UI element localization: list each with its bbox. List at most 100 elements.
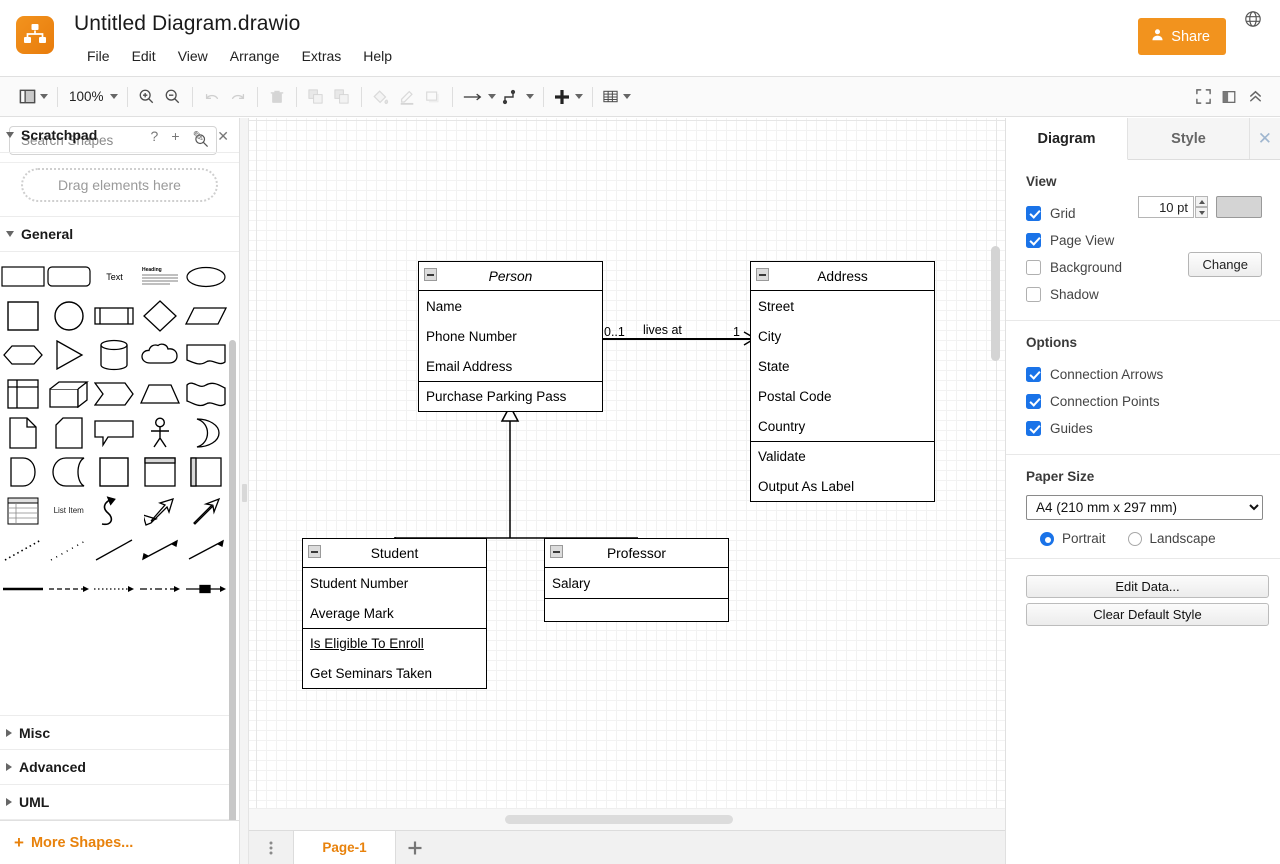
shape-parallelogram[interactable]: [183, 299, 229, 332]
tab-style[interactable]: Style: [1128, 118, 1250, 159]
shape-ellipse[interactable]: [183, 260, 229, 293]
connection-points-row[interactable]: Connection Points: [1026, 388, 1262, 415]
sidebar-scrollbar[interactable]: [229, 340, 236, 864]
shape-card[interactable]: [46, 416, 92, 449]
shape-triangle[interactable]: [46, 338, 92, 371]
shape-circle[interactable]: [46, 299, 92, 332]
shape-dashed-line[interactable]: [46, 533, 92, 566]
arrow-style-icon[interactable]: [459, 82, 499, 112]
shape-bidirectional-arrow[interactable]: [137, 494, 183, 527]
globe-icon[interactable]: [1240, 6, 1266, 32]
send-to-back-icon[interactable]: [329, 82, 355, 112]
guides-checkbox[interactable]: [1026, 421, 1041, 436]
shape-cloud[interactable]: [137, 338, 183, 371]
paper-size-select[interactable]: A4 (210 mm x 297 mm): [1026, 495, 1263, 520]
edit-pencil-icon[interactable]: ✎: [192, 127, 205, 144]
shadow-checkbox[interactable]: [1026, 287, 1041, 302]
background-checkbox[interactable]: [1026, 260, 1041, 275]
share-button[interactable]: Share: [1138, 18, 1226, 55]
connection-style-icon[interactable]: [499, 82, 537, 112]
plus-icon[interactable]: [550, 82, 586, 112]
attribute-row[interactable]: Student Number: [310, 575, 409, 591]
shape-callout[interactable]: [92, 416, 138, 449]
search-shapes-box[interactable]: [9, 126, 217, 155]
diagram-canvas[interactable]: lives at 0..1 1 Person Name Phone Number: [249, 118, 1005, 808]
section-general[interactable]: General: [0, 217, 239, 252]
shape-link-arrow[interactable]: [183, 572, 229, 605]
close-icon[interactable]: ✕: [1257, 129, 1272, 148]
connection-arrows-checkbox[interactable]: [1026, 367, 1041, 382]
grid-color-swatch[interactable]: [1216, 196, 1262, 218]
menu-arrange[interactable]: Arrange: [229, 48, 280, 64]
shape-internal-storage[interactable]: [0, 377, 46, 410]
attribute-row[interactable]: Email Address: [426, 358, 513, 374]
attribute-row[interactable]: City: [758, 328, 782, 344]
attribute-row[interactable]: State: [758, 358, 790, 374]
shape-document[interactable]: [183, 338, 229, 371]
shape-trapezoid[interactable]: [137, 377, 183, 410]
collapse-toolbar-icon[interactable]: [1242, 82, 1268, 112]
close-icon[interactable]: ✕: [217, 127, 229, 144]
shape-curve-arrow[interactable]: [92, 494, 138, 527]
more-shapes-button[interactable]: + More Shapes...: [0, 820, 239, 864]
uml-class-person[interactable]: Person Name Phone Number Email Address P…: [418, 261, 603, 412]
collapse-icon[interactable]: [424, 268, 437, 281]
grid-size-input[interactable]: [1138, 196, 1194, 218]
shape-tape[interactable]: [183, 377, 229, 410]
shadow-row[interactable]: Shadow: [1026, 281, 1262, 308]
grid-row[interactable]: Grid: [1026, 200, 1262, 227]
shape-block-arrow[interactable]: [183, 494, 229, 527]
shape-rectangle[interactable]: [0, 260, 46, 293]
method-row[interactable]: Output As Label: [758, 478, 855, 494]
format-panel-icon[interactable]: [1216, 82, 1242, 112]
menu-extras[interactable]: Extras: [301, 48, 342, 64]
uml-class-professor[interactable]: Professor Salary: [544, 538, 729, 622]
shape-delay[interactable]: [46, 455, 92, 488]
landscape-radio[interactable]: Landscape: [1127, 531, 1216, 546]
menu-edit[interactable]: Edit: [131, 48, 156, 64]
panel-layout-icon[interactable]: [16, 82, 51, 112]
section-scratchpad[interactable]: Scratchpad ? + ✎ ✕: [0, 118, 239, 153]
tab-diagram[interactable]: Diagram: [1006, 118, 1128, 160]
menu-help[interactable]: Help: [363, 48, 393, 64]
shape-vertical-container[interactable]: [183, 455, 229, 488]
method-row[interactable]: [545, 598, 728, 621]
scratchpad-dropzone[interactable]: Drag elements here: [21, 167, 218, 202]
shape-directional-line[interactable]: [183, 533, 229, 566]
shape-cylinder[interactable]: [92, 338, 138, 371]
shape-process[interactable]: [92, 299, 138, 332]
bring-to-front-icon[interactable]: [303, 82, 329, 112]
shape-shadow-icon[interactable]: [420, 82, 446, 112]
change-background-button[interactable]: Change: [1188, 252, 1262, 277]
canvas-horizontal-scrollbar[interactable]: [505, 815, 733, 824]
shape-step[interactable]: [92, 377, 138, 410]
page-menu-icon[interactable]: [249, 831, 293, 864]
grid-checkbox[interactable]: [1026, 206, 1041, 221]
zoom-out-icon[interactable]: [160, 82, 186, 112]
undo-icon[interactable]: [199, 82, 225, 112]
shape-thick-line[interactable]: [0, 572, 46, 605]
portrait-radio[interactable]: Portrait: [1040, 531, 1106, 546]
method-row[interactable]: Validate: [751, 441, 934, 471]
shape-text[interactable]: Text: [106, 271, 123, 282]
shape-data-storage[interactable]: [0, 455, 46, 488]
edit-data-button[interactable]: Edit Data...: [1026, 575, 1269, 598]
shape-dotted-arrow[interactable]: [92, 572, 138, 605]
background-row[interactable]: Background: [1026, 254, 1262, 281]
association-label[interactable]: lives at: [643, 323, 682, 337]
guides-row[interactable]: Guides: [1026, 415, 1262, 442]
fullscreen-icon[interactable]: [1190, 82, 1216, 112]
shape-actor[interactable]: [137, 416, 183, 449]
stepper-up-icon[interactable]: [1195, 196, 1208, 207]
table-icon[interactable]: [599, 82, 634, 112]
zoom-dropdown[interactable]: 100%: [64, 82, 121, 112]
shape-table[interactable]: [0, 494, 46, 527]
page-tab-page-1[interactable]: Page-1: [293, 831, 396, 864]
help-icon[interactable]: ?: [150, 127, 159, 144]
shape-plain-line[interactable]: [92, 533, 138, 566]
collapse-icon[interactable]: [550, 545, 563, 558]
menu-file[interactable]: File: [87, 48, 110, 64]
attribute-row[interactable]: Street: [758, 298, 795, 314]
shape-dash-dot-arrow[interactable]: [137, 572, 183, 605]
shape-dotted-line[interactable]: [0, 533, 46, 566]
